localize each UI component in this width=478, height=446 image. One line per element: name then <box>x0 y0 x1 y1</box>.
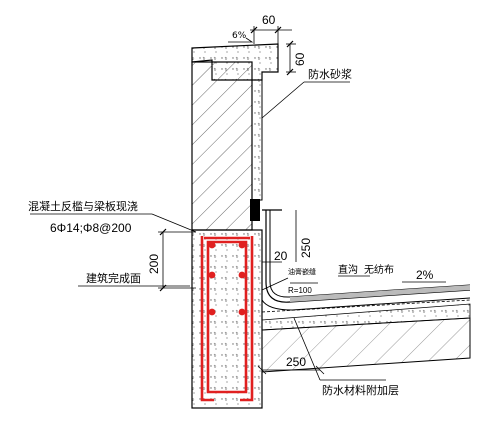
dim-250-vertical: 250 <box>299 238 313 258</box>
waterproof-mortar-label: 防水砂浆 <box>308 67 352 81</box>
dim-250-horizontal: 250 <box>286 355 306 369</box>
rebar-cage <box>200 236 254 402</box>
finished-surface-label: 建筑完成面 <box>86 271 141 285</box>
roof-layers <box>261 210 471 313</box>
straight-gutter-label: 直沟 <box>338 263 358 276</box>
roof-slab <box>261 303 471 408</box>
dim-20: 20 <box>274 249 288 263</box>
nonwoven-label: 无纺布 <box>364 263 394 276</box>
mortar-layer <box>251 79 263 215</box>
slope-roof-label: 2% <box>416 268 434 282</box>
slope-arrow <box>228 37 254 43</box>
leader-lines <box>30 81 446 381</box>
dim-60-horizontal: 60 <box>262 13 276 27</box>
dim-200: 200 <box>147 254 161 274</box>
dimension-lines <box>158 26 325 375</box>
metal-strip-label: 油膏嵌缝 <box>288 267 316 276</box>
waterproof-additional-label: 防水材料附加层 <box>322 383 399 397</box>
parapet-wall <box>191 61 253 231</box>
slope-top-label: 6% <box>232 31 247 41</box>
dim-60-vertical: 60 <box>293 52 307 66</box>
rebar-label: 6Φ14;Φ8@200 <box>50 221 132 235</box>
rebar-dots <box>208 241 246 316</box>
radius-label: R=100 <box>288 286 312 295</box>
concrete-kerb <box>191 229 263 409</box>
termination-bar <box>250 199 260 221</box>
concrete-kerb-label: 混凝土反槛与梁板现浇 <box>28 199 138 213</box>
